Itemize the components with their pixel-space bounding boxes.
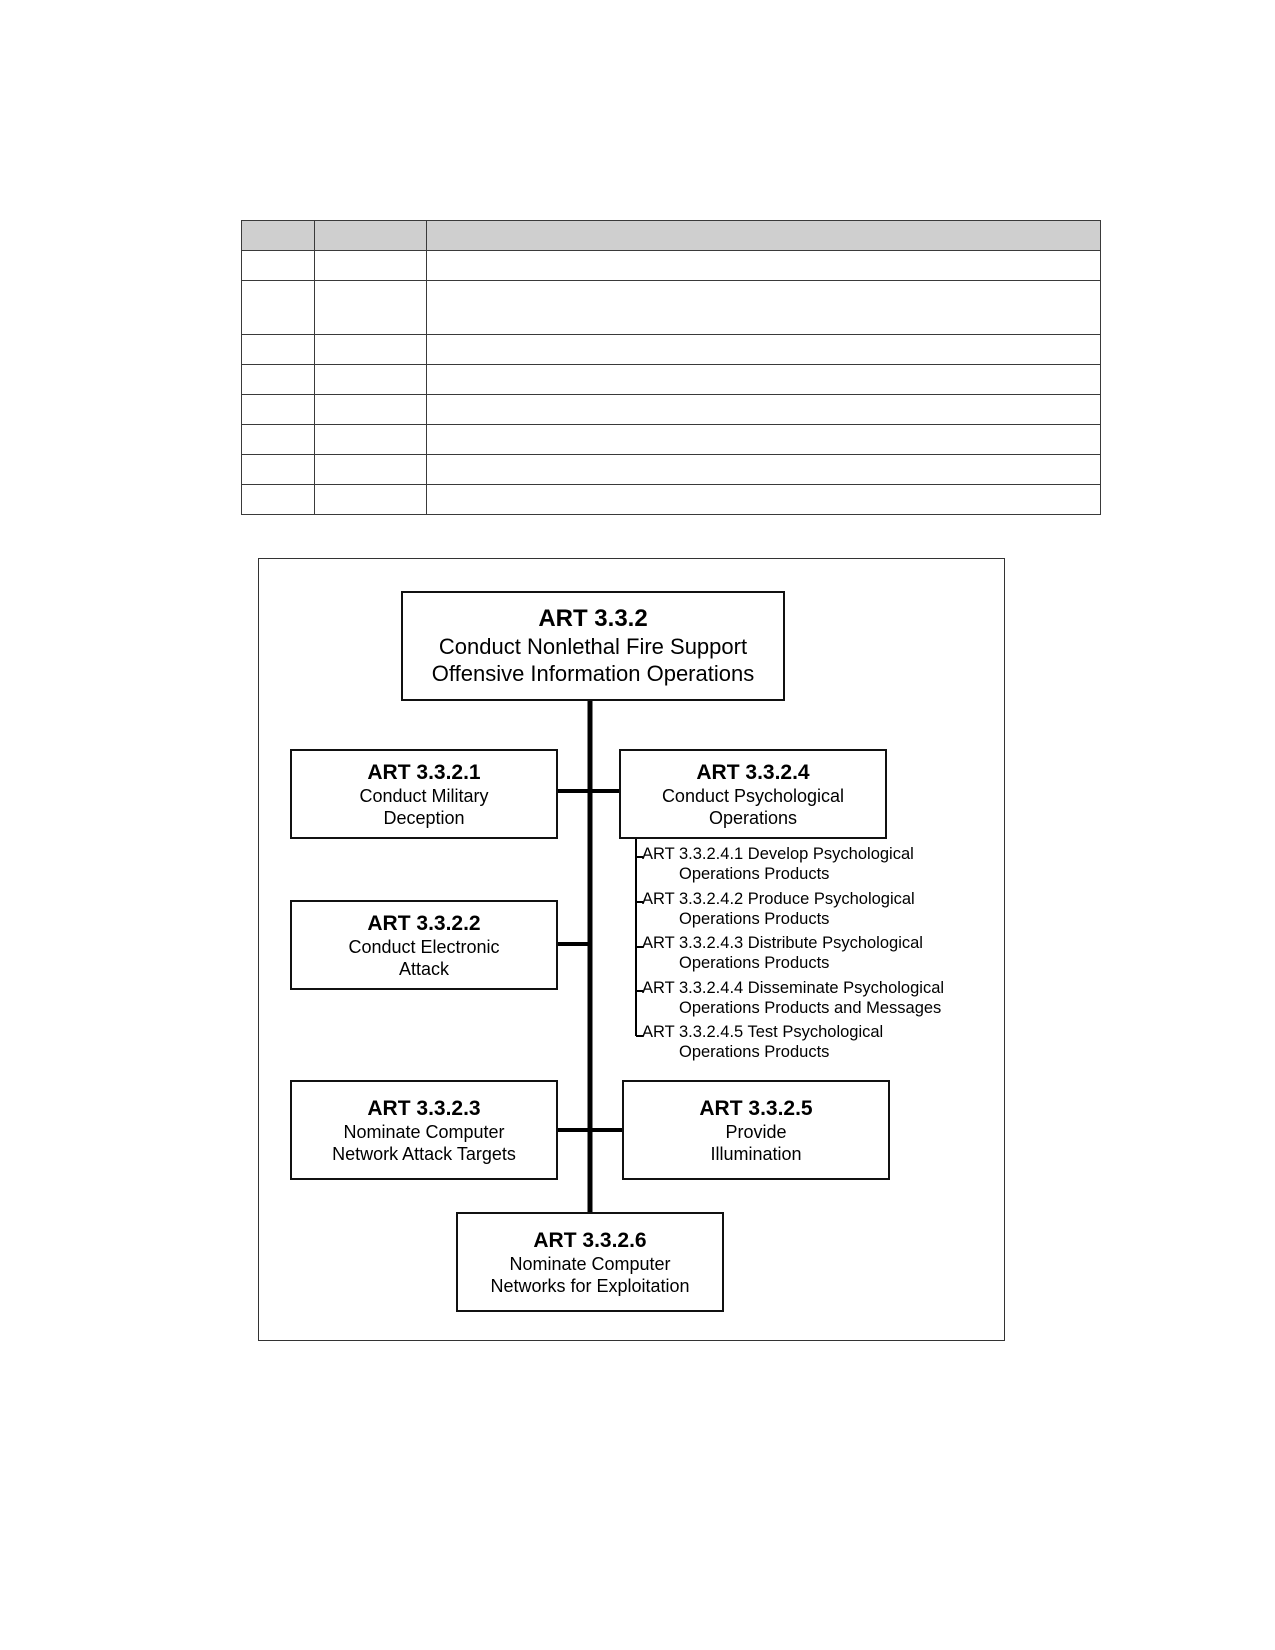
node-code: ART 3.3.2.3 [367, 1096, 481, 1120]
node-box-3-3-2-5: ART 3.3.2.5 Provide Illumination [622, 1080, 890, 1180]
subtask-line2: Operations Products [679, 909, 830, 928]
subtask-line2: Operations Products [679, 954, 830, 972]
subtask-line1: ART 3.3.2.4.3 Distribute Psychological [642, 934, 923, 952]
node-label-line2: Deception [383, 807, 465, 828]
node-label-line2: Attack [398, 958, 450, 979]
node-label-line1: Conduct Military [359, 785, 489, 806]
node-box-3-3-2-4: ART 3.3.2.4 Conduct Psychological Operat… [619, 749, 887, 839]
node-code: ART 3.3.2.2 [367, 911, 481, 935]
subtask-item: ART 3.3.2.4.5 Test Psychological Operati… [642, 1022, 944, 1067]
node-box-3-3-2-1: ART 3.3.2.1 Conduct Military Deception [290, 749, 558, 839]
empty-table [241, 220, 1101, 515]
subtask-line2: Operations Products [679, 865, 830, 883]
node-label-line2: Network Attack Targets [332, 1143, 516, 1164]
subtask-line2: Operations Products and Messages [679, 998, 942, 1017]
node-label-line2: Networks for Exploitation [490, 1275, 690, 1296]
subtask-item: ART 3.3.2.4.1 Develop Psychological Oper… [642, 844, 944, 889]
node-label-line1: Conduct Nonlethal Fire Support [438, 634, 748, 659]
subtask-line1: ART 3.3.2.4.5 Test Psychological [642, 1023, 884, 1041]
node-label-line2: Operations [708, 807, 798, 828]
table-header-row [241, 220, 1101, 251]
node-label-line1: Provide [725, 1121, 787, 1142]
subtask-item: ART 3.3.2.4.4 Disseminate Psychological … [642, 978, 944, 1023]
table-row [241, 424, 1101, 455]
node-code: ART 3.3.2.6 [533, 1228, 647, 1252]
diagram-frame [258, 558, 1005, 1341]
subtask-line1: ART 3.3.2.4.2 Produce Psychological [642, 889, 915, 908]
node-code: ART 3.3.2 [538, 605, 648, 632]
psyops-subtask-list: ART 3.3.2.4.1 Develop Psychological Oper… [642, 844, 944, 1067]
node-code: ART 3.3.2.5 [699, 1096, 813, 1120]
table-row [241, 334, 1101, 365]
node-label-line1: Conduct Electronic [348, 936, 500, 957]
subtask-item: ART 3.3.2.4.2 Produce Psychological Oper… [642, 889, 944, 934]
table-row [241, 364, 1101, 395]
table-row [241, 280, 1101, 335]
node-code: ART 3.3.2.1 [367, 760, 481, 784]
subtask-line2: Operations Products [679, 1043, 830, 1061]
node-label-line1: Nominate Computer [343, 1121, 505, 1142]
node-box-3-3-2-3: ART 3.3.2.3 Nominate Computer Network At… [290, 1080, 558, 1180]
node-label-line2: Offensive Information Operations [431, 661, 755, 686]
root-node-box: ART 3.3.2 Conduct Nonlethal Fire Support… [401, 591, 785, 701]
node-label-line2: Illumination [710, 1143, 802, 1164]
node-label-line1: Nominate Computer [509, 1253, 671, 1274]
node-box-3-3-2-2: ART 3.3.2.2 Conduct Electronic Attack [290, 900, 558, 990]
node-code: ART 3.3.2.4 [696, 760, 810, 784]
subtask-line1: ART 3.3.2.4.4 Disseminate Psychological [642, 978, 945, 997]
table-row [241, 484, 1101, 515]
node-box-3-3-2-6: ART 3.3.2.6 Nominate Computer Networks f… [456, 1212, 724, 1312]
subtask-item: ART 3.3.2.4.3 Distribute Psychological O… [642, 933, 944, 978]
subtask-line1: ART 3.3.2.4.1 Develop Psychological [642, 845, 914, 863]
node-label-line1: Conduct Psychological [661, 785, 845, 806]
